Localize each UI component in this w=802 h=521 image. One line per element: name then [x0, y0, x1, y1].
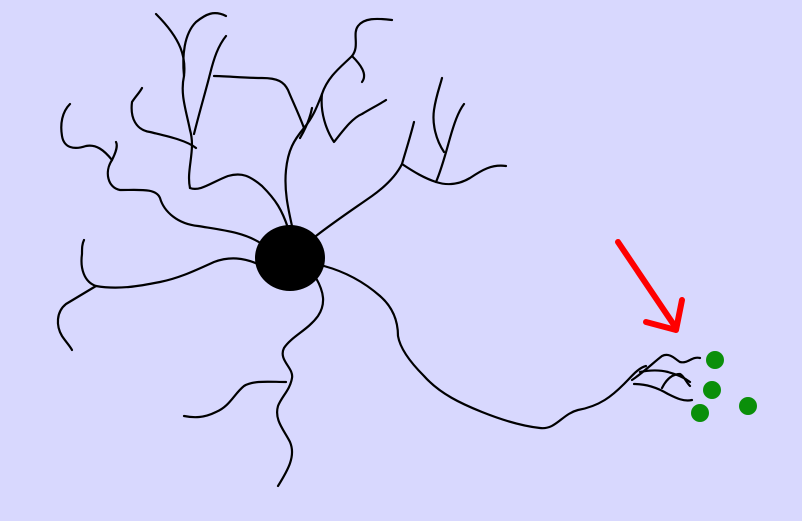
- dendrite-upper-middle-trunk: [284, 92, 324, 228]
- dendrite-upper-right-branch-c: [432, 76, 446, 154]
- axon-terminal-branch-a: [630, 353, 702, 382]
- soma: [255, 225, 325, 291]
- axon-terminal-branch-d: [660, 372, 692, 390]
- dendrite-lower-trunk: [276, 276, 325, 488]
- dendrite-left-lower-branch-a: [56, 284, 98, 352]
- axon-terminal-branch-c: [632, 382, 694, 402]
- dendrite-upper-right-branch-a: [400, 162, 508, 186]
- dendrite-upper-left-trunk: [188, 173, 290, 230]
- dendrite-upper-left-branch-b: [182, 12, 228, 78]
- dendrite-upper-middle-branch-d: [350, 54, 366, 84]
- dendrite-upper-middle-branch-c: [320, 92, 388, 144]
- vesicle: [706, 351, 724, 369]
- arrow-shaft: [615, 239, 679, 331]
- vesicle: [703, 381, 721, 399]
- dendrite-upper-left-branch-a: [154, 12, 194, 190]
- dendrite-upper-left-branch-d: [130, 86, 198, 150]
- neurites: [56, 12, 702, 488]
- dendrite-left-middle-branch-a: [60, 102, 114, 162]
- vesicle: [739, 397, 757, 415]
- dendrite-lower-branch-a: [182, 380, 288, 419]
- dendrite-left-middle-trunk: [106, 140, 264, 246]
- dendrite-upper-middle-branch-b: [320, 17, 394, 96]
- dendrite-upper-right-branch-b: [434, 102, 466, 184]
- dendrite-left-lower-trunk: [80, 238, 260, 289]
- vesicle: [691, 404, 709, 422]
- arrow: [615, 239, 685, 333]
- arrow-head: [643, 297, 685, 333]
- dendrite-upper-right-trunk: [314, 120, 416, 238]
- dendrite-upper-middle-branch-a: [212, 74, 306, 130]
- axon: [322, 264, 648, 430]
- dendrite-upper-left-branch-c: [192, 34, 228, 136]
- vesicles: [691, 351, 757, 422]
- dendrite-upper-middle-branch-e: [298, 106, 314, 140]
